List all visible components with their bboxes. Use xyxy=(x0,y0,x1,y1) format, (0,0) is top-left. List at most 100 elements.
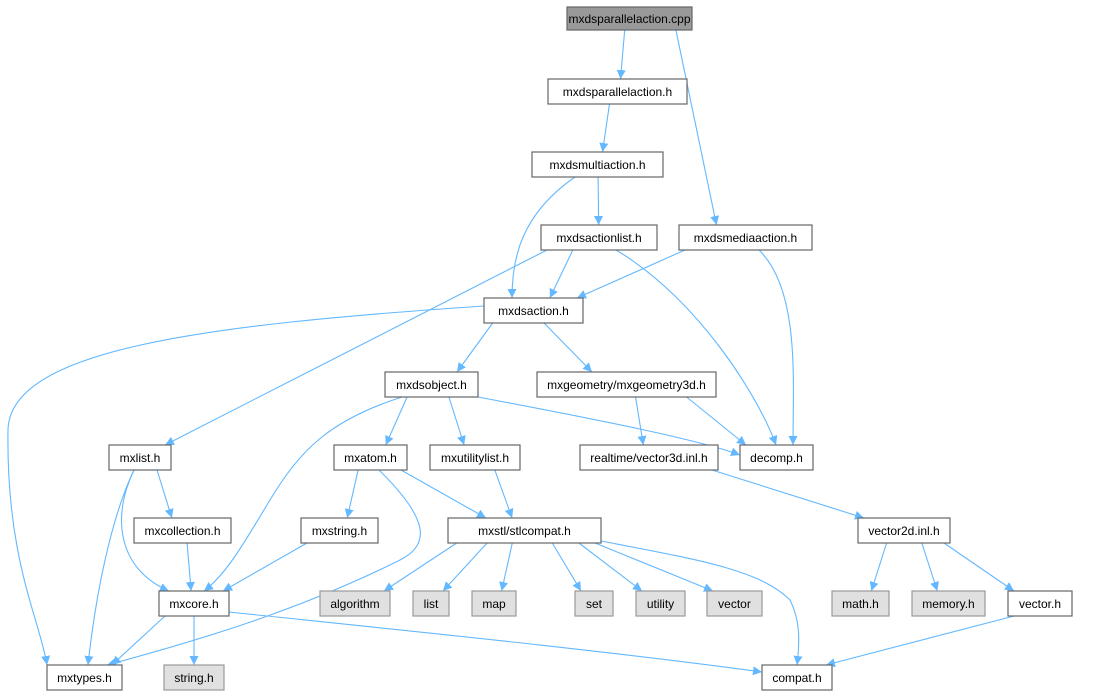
node-box xyxy=(447,517,602,544)
node-box xyxy=(531,151,664,178)
node-mxdsparallelaction-cpp[interactable]: mxdsparallelaction.cpp xyxy=(566,6,693,31)
edge-al-to-de xyxy=(615,249,778,446)
node-math-h: math.h xyxy=(831,590,890,617)
node-mxcollection-h[interactable]: mxcollection.h xyxy=(133,517,232,544)
edges-layer xyxy=(7,29,1015,676)
node-vector: vector xyxy=(706,590,763,617)
node-mxstl-stlcompat-h[interactable]: mxstl/stlcompat.h xyxy=(447,517,602,544)
node-vector2d-inl-h[interactable]: vector2d.inl.h xyxy=(857,517,951,544)
node-box xyxy=(483,297,584,324)
node-box xyxy=(739,444,814,471)
node-memory-h: memory.h xyxy=(911,590,986,617)
node-mxlist-h[interactable]: mxlist.h xyxy=(108,444,172,471)
edge-cr-to-ty xyxy=(111,615,166,666)
node-box xyxy=(547,78,688,105)
node-mxdsparallelaction-h[interactable]: mxdsparallelaction.h xyxy=(547,78,688,105)
node-mxgeometry-mxgeometry3d-h[interactable]: mxgeometry/mxgeometry3d.h xyxy=(536,371,717,398)
node-realtime-vector3d-inl-h[interactable]: realtime/vector3d.inl.h xyxy=(579,444,719,471)
node-box xyxy=(579,444,719,471)
edge-vh-to-cp xyxy=(825,615,1015,668)
edge-ac-to-ob xyxy=(456,322,494,373)
node-label: mxatom.h xyxy=(344,451,397,465)
edge-ob-to-de xyxy=(477,396,741,457)
edge-ob-to-ul xyxy=(448,396,466,446)
node-box xyxy=(46,664,123,691)
node-label: utility xyxy=(647,597,674,611)
node-label: mxdsactionlist.h xyxy=(556,231,641,245)
node-label: mxdsparallelaction.cpp xyxy=(568,12,690,26)
node-label: mxtypes.h xyxy=(57,671,112,685)
node-mxcore-h[interactable]: mxcore.h xyxy=(158,590,230,617)
node-box xyxy=(384,371,479,398)
edge-li-to-co xyxy=(156,469,174,519)
node-box xyxy=(566,6,693,31)
edge-ob-to-at xyxy=(385,396,408,446)
edge-me-to-de xyxy=(758,249,798,446)
node-label: mxlist.h xyxy=(120,451,161,465)
edge-at-to-sc xyxy=(400,469,487,519)
node-label: mxcollection.h xyxy=(144,524,220,538)
node-box xyxy=(857,517,951,544)
node-compat-h[interactable]: compat.h xyxy=(761,664,833,691)
node-box xyxy=(831,590,890,617)
node-mxtypes-h[interactable]: mxtypes.h xyxy=(46,664,123,691)
node-label: mxstl/stlcompat.h xyxy=(478,524,571,538)
edge-at-to-ty xyxy=(106,469,421,668)
node-label: mxdsparallelaction.h xyxy=(563,85,672,99)
edge-v2-to-mth xyxy=(869,542,888,592)
node-mxstring-h[interactable]: mxstring.h xyxy=(300,517,379,544)
node-set: set xyxy=(574,590,614,617)
node-mxdsactionlist-h[interactable]: mxdsactionlist.h xyxy=(540,224,658,251)
node-label: mxutilitylist.h xyxy=(441,451,509,465)
node-label: mxcore.h xyxy=(169,597,218,611)
node-label: decomp.h xyxy=(750,451,803,465)
edge-v2-to-mem xyxy=(921,542,939,592)
edge-ma-to-al xyxy=(594,176,604,226)
edge-li-to-ty xyxy=(84,469,135,666)
edge-sc-to-cp xyxy=(600,540,803,666)
node-box xyxy=(761,664,833,691)
node-box xyxy=(1007,590,1073,617)
node-label: list xyxy=(424,597,439,611)
edge-ul-to-sc xyxy=(494,469,514,519)
edge-al-to-ac xyxy=(549,249,574,299)
node-box xyxy=(540,224,658,251)
node-box xyxy=(574,590,614,617)
node-vector-h[interactable]: vector.h xyxy=(1007,590,1073,617)
node-label: map xyxy=(482,597,506,611)
node-box xyxy=(300,517,379,544)
node-label: mxdsmultiaction.h xyxy=(549,158,645,172)
node-box xyxy=(911,590,986,617)
node-box xyxy=(678,224,813,251)
edge-sc-to-alg xyxy=(383,542,458,592)
node-label: mxgeometry/mxgeometry3d.h xyxy=(547,378,706,392)
node-box xyxy=(635,590,686,617)
edge-ac-to-g3 xyxy=(543,322,593,373)
node-label: vector.h xyxy=(1019,597,1061,611)
edge-cr-to-cp xyxy=(228,611,763,676)
node-label: memory.h xyxy=(922,597,974,611)
edge-sc-to-map xyxy=(499,542,513,592)
edge-sc-to-lst xyxy=(442,542,488,592)
node-mxatom-h[interactable]: mxatom.h xyxy=(333,444,408,471)
nodes-layer: mxdsparallelaction.cpp mxdsparallelaction… xyxy=(46,6,1073,691)
node-box xyxy=(333,444,408,471)
edge-sc-to-set xyxy=(551,542,582,592)
node-label: set xyxy=(586,597,603,611)
edge-root-to-me xyxy=(675,29,720,226)
edge-al-to-li xyxy=(164,249,548,446)
node-mxdsmultiaction-h[interactable]: mxdsmultiaction.h xyxy=(531,151,664,178)
node-decomp-h[interactable]: decomp.h xyxy=(739,444,814,471)
edge-ac-to-ty xyxy=(7,305,485,666)
edge-co-to-cr xyxy=(185,542,195,592)
edge-li-to-cr xyxy=(121,469,170,592)
node-mxdsaction-h[interactable]: mxdsaction.h xyxy=(483,297,584,324)
node-label: algorithm xyxy=(330,597,379,611)
edge-me-to-ac xyxy=(576,249,686,299)
node-mxdsmediaaction-h[interactable]: mxdsmediaaction.h xyxy=(678,224,813,251)
edge-pa-to-ma xyxy=(599,103,611,153)
node-box xyxy=(133,517,232,544)
node-mxutilitylist-h[interactable]: mxutilitylist.h xyxy=(429,444,521,471)
node-mxdsobject-h[interactable]: mxdsobject.h xyxy=(384,371,479,398)
